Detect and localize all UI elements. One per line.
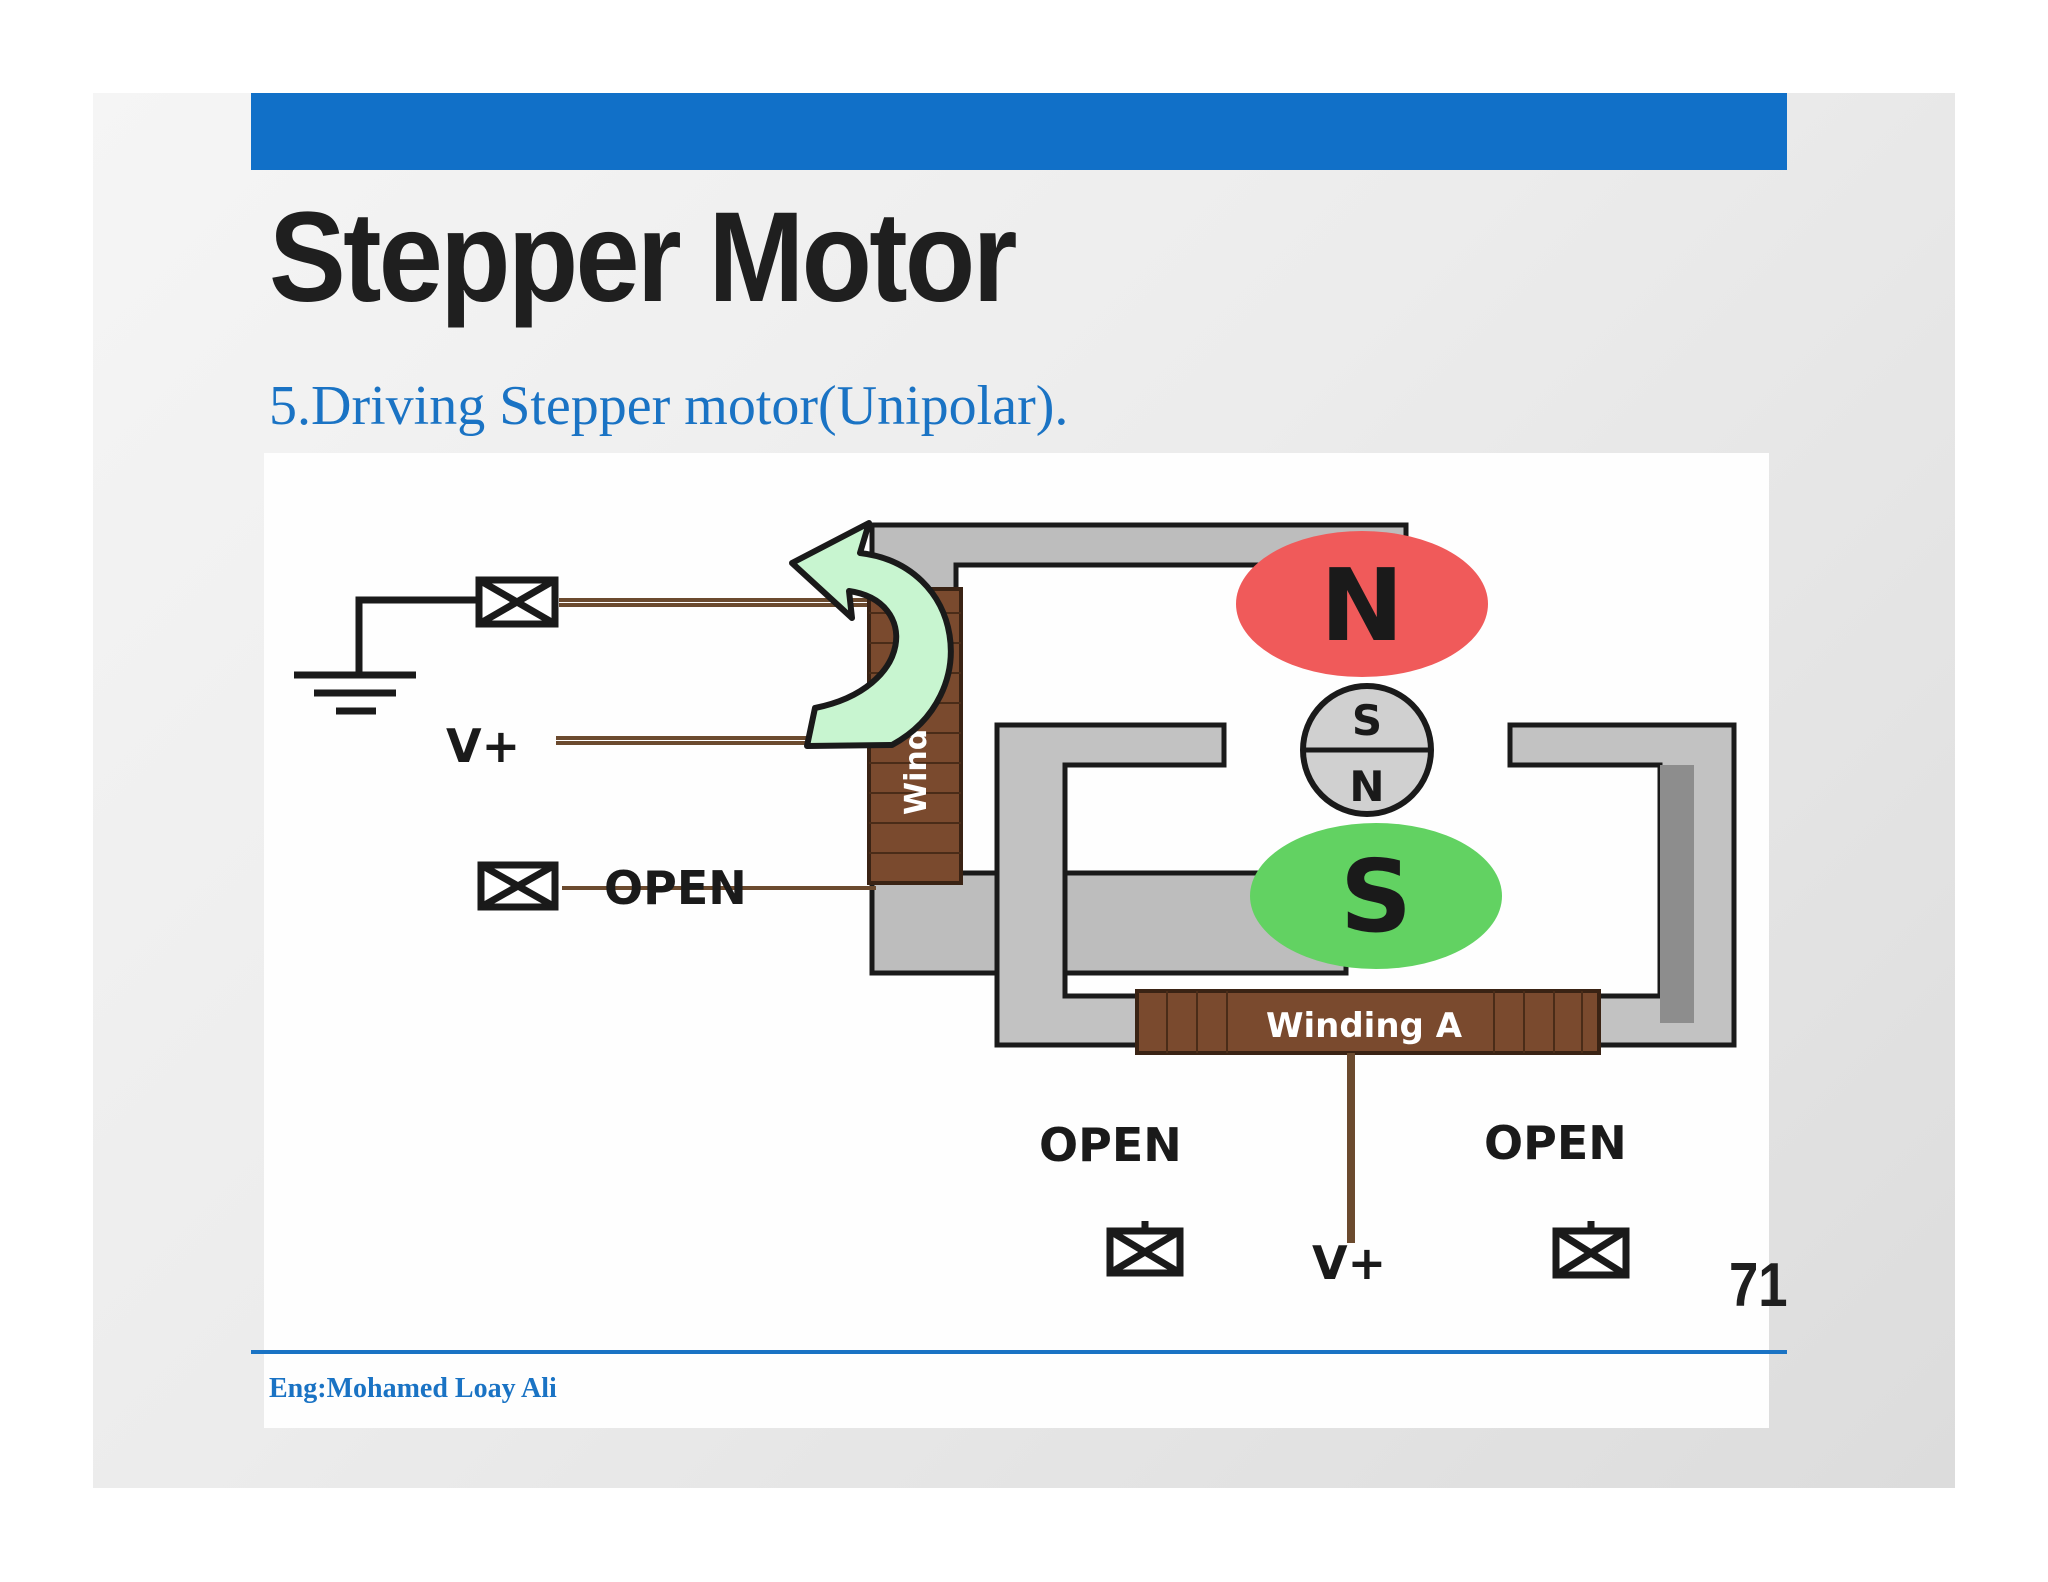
rotor-south-label: S (1352, 696, 1382, 745)
left-vplus-label: V+ (446, 719, 520, 773)
south-pole-label: S (1340, 838, 1412, 955)
winding-b-label: Wind (899, 729, 934, 815)
terminal-icon (1552, 1221, 1630, 1279)
ground-icon (294, 596, 479, 715)
page-number: 71 (1729, 1251, 1788, 1320)
footer-author: Eng:Mohamed Loay Ali (269, 1373, 557, 1404)
bottom-open-left-label: OPEN (1039, 1118, 1182, 1172)
terminal-icon (477, 861, 559, 911)
slide-title: Stepper Motor (269, 186, 1017, 329)
south-pole: S (1250, 823, 1502, 969)
title-accent-bar (251, 93, 1787, 170)
stator-frame-a (994, 722, 1737, 1048)
winding-a-label: Winding A (1266, 1006, 1463, 1046)
north-pole: N (1236, 531, 1488, 677)
rotor-north-label: N (1349, 762, 1384, 811)
left-open-label: OPEN (604, 861, 747, 915)
footer-rule (251, 1350, 1787, 1354)
slide: Stepper Motor 5.Driving Stepper motor(Un… (93, 93, 1955, 1488)
rotor: S N (1300, 683, 1434, 817)
slide-subtitle: 5.Driving Stepper motor(Unipolar). (269, 375, 1069, 437)
winding-a-coil: Winding A (1135, 989, 1601, 1055)
rotation-arrow-icon (789, 520, 954, 749)
north-pole-label: N (1320, 547, 1404, 664)
terminal-icon (475, 576, 559, 628)
terminal-icon (1106, 1221, 1184, 1277)
stepper-diagram-svg: Wind S N N S (294, 520, 1737, 1290)
bottom-open-right-label: OPEN (1484, 1116, 1627, 1170)
stepper-diagram: Wind S N N S (264, 453, 1769, 1428)
bottom-vplus-label: V+ (1312, 1236, 1386, 1290)
